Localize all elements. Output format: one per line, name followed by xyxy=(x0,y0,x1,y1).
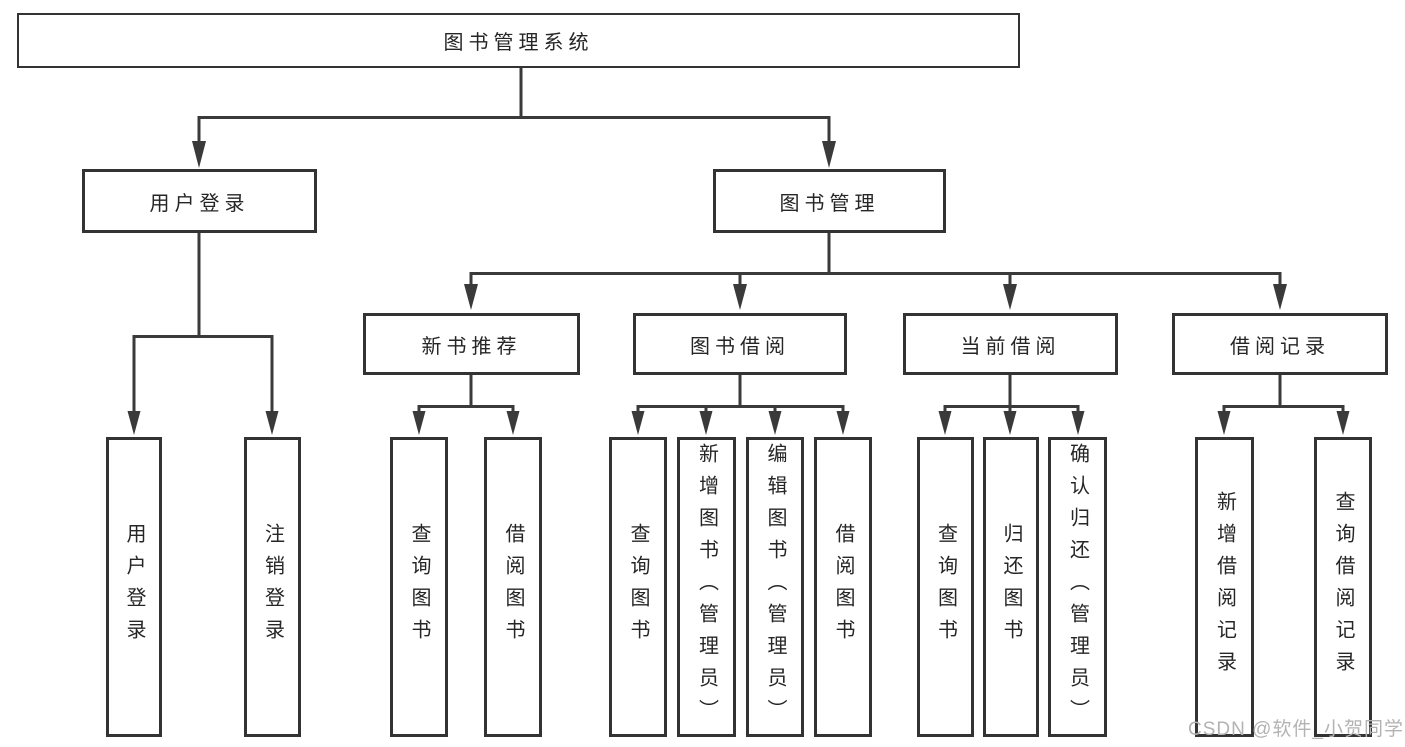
leaf-borrow-borrow-books: 借阅图书 xyxy=(814,437,872,737)
node-new-book-recommend: 新书推荐 xyxy=(363,313,580,375)
node-user-login-label: 用户登录 xyxy=(149,192,250,215)
leaf-newbook-borrow-books: 借阅图书 xyxy=(484,437,542,737)
csdn-watermark: CSDN @软件_小贺同学 xyxy=(1188,719,1404,740)
leaf-borrow-edit-books-admin-label: 编辑图书（管理员） xyxy=(764,443,786,731)
node-borrow-records-label: 借阅记录 xyxy=(1230,335,1330,358)
leaf-current-return-books: 归还图书 xyxy=(983,437,1039,737)
node-book-management: 图书管理 xyxy=(713,169,946,233)
leaf-records-query-record: 查询借阅记录 xyxy=(1314,437,1372,737)
leaf-records-query-record-label: 查询借阅记录 xyxy=(1332,491,1354,683)
leaf-newbook-borrow-books-label: 借阅图书 xyxy=(502,523,524,651)
leaf-user-login-label: 用户登录 xyxy=(123,523,145,651)
node-current-borrow: 当前借阅 xyxy=(903,313,1118,375)
leaf-current-query-books-label: 查询图书 xyxy=(934,523,957,651)
leaf-current-query-books: 查询图书 xyxy=(917,437,974,737)
leaf-borrow-add-books-admin: 新增图书（管理员） xyxy=(677,437,736,737)
leaf-borrow-borrow-books-label: 借阅图书 xyxy=(832,523,854,651)
node-book-borrow-label: 图书借阅 xyxy=(690,335,790,358)
leaf-records-add-record-label: 新增借阅记录 xyxy=(1213,491,1236,683)
leaf-logout: 注销登录 xyxy=(244,437,301,737)
node-book-borrow: 图书借阅 xyxy=(633,313,847,375)
leaf-borrow-query-books-label: 查询图书 xyxy=(627,523,649,651)
leaf-newbook-query-books: 查询图书 xyxy=(390,437,448,737)
node-current-borrow-label: 当前借阅 xyxy=(960,335,1061,358)
node-root-label: 图书管理系统 xyxy=(443,32,594,54)
node-book-management-label: 图书管理 xyxy=(779,192,880,215)
leaf-borrow-query-books: 查询图书 xyxy=(609,437,667,737)
leaf-current-return-books-label: 归还图书 xyxy=(1000,523,1022,651)
node-new-book-recommend-label: 新书推荐 xyxy=(421,335,522,358)
connector-edges xyxy=(132,68,1345,415)
leaf-current-confirm-return-admin: 确认归还（管理员） xyxy=(1048,437,1107,737)
leaf-borrow-edit-books-admin: 编辑图书（管理员） xyxy=(746,437,804,737)
leaf-records-add-record: 新增借阅记录 xyxy=(1195,437,1254,737)
leaf-current-confirm-return-admin-label: 确认归还（管理员） xyxy=(1066,443,1089,731)
node-root-library-system: 图书管理系统 xyxy=(17,13,1020,68)
leaf-borrow-add-books-admin-label: 新增图书（管理员） xyxy=(695,443,718,731)
leaf-logout-label: 注销登录 xyxy=(261,523,284,651)
node-user-login: 用户登录 xyxy=(82,169,317,233)
connector-arrowheads xyxy=(127,141,1350,435)
node-borrow-records: 借阅记录 xyxy=(1172,313,1388,375)
leaf-user-login: 用户登录 xyxy=(106,437,162,737)
leaf-newbook-query-books-label: 查询图书 xyxy=(408,523,430,651)
